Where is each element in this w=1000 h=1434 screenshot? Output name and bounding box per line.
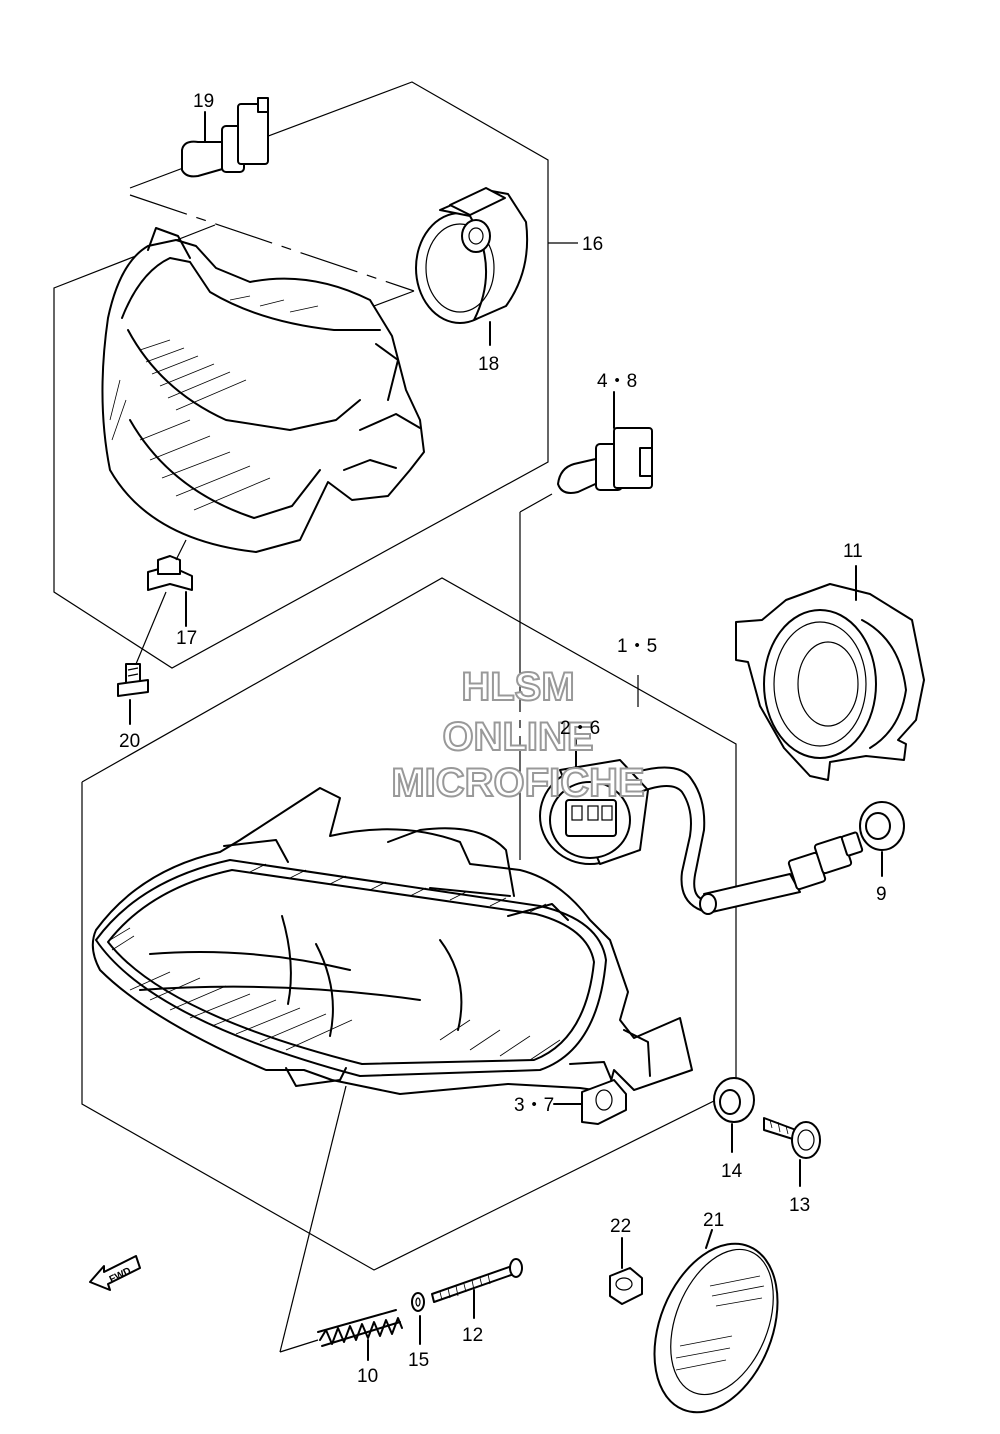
- lower-headlight-housing: [91, 787, 693, 1095]
- bulb-48: [519, 391, 653, 860]
- callout-labels: 19 16 18 4・8 11 1・5 2・6 17 20 9 3・7 14 1…: [119, 91, 887, 1387]
- watermark: HLSM ONLINE MICROFICHE: [390, 664, 645, 806]
- callout-4-8: 4・8: [597, 371, 637, 392]
- clip-37: [553, 1079, 627, 1125]
- washer-15: [411, 1292, 425, 1345]
- spring-10: [279, 1085, 403, 1361]
- watermark-line-1: HLSM: [461, 665, 574, 709]
- grommet-9: [859, 801, 905, 877]
- callout-15: 15: [408, 1350, 429, 1371]
- upper-headlight-housing: [101, 227, 425, 553]
- grommet-14: [713, 1077, 755, 1153]
- callout-22: 22: [610, 1216, 631, 1237]
- reflector-21: [653, 1229, 779, 1414]
- forward-arrow-icon: FWD: [89, 1255, 141, 1291]
- callout-2-6: 2・6: [560, 718, 600, 739]
- screw-12: [431, 1258, 523, 1319]
- callout-1-5: 1・5: [617, 636, 657, 657]
- callout-10: 10: [357, 1366, 378, 1387]
- cover-11: [735, 565, 925, 781]
- nut-22: [609, 1237, 643, 1305]
- cover-18: [415, 187, 529, 346]
- callout-17: 17: [176, 628, 197, 649]
- callout-21: 21: [703, 1210, 724, 1231]
- clip-17: [147, 539, 193, 627]
- callout-13: 13: [789, 1195, 810, 1216]
- callout-19: 19: [193, 91, 214, 112]
- callout-18: 18: [478, 354, 499, 375]
- callout-9: 9: [876, 884, 887, 905]
- socket-26: [539, 739, 864, 915]
- callout-16: 16: [582, 234, 603, 255]
- watermark-line-3: MICROFICHE: [391, 761, 644, 805]
- screw-20: [117, 591, 167, 725]
- callout-12: 12: [462, 1325, 483, 1346]
- callout-20: 20: [119, 731, 140, 752]
- callout-3-7: 3・7: [514, 1095, 554, 1116]
- watermark-line-2: ONLINE: [442, 715, 593, 759]
- bolt-13: [763, 1117, 821, 1187]
- callout-11: 11: [843, 541, 863, 562]
- bulb-19: [181, 97, 269, 178]
- callout-14: 14: [721, 1161, 743, 1182]
